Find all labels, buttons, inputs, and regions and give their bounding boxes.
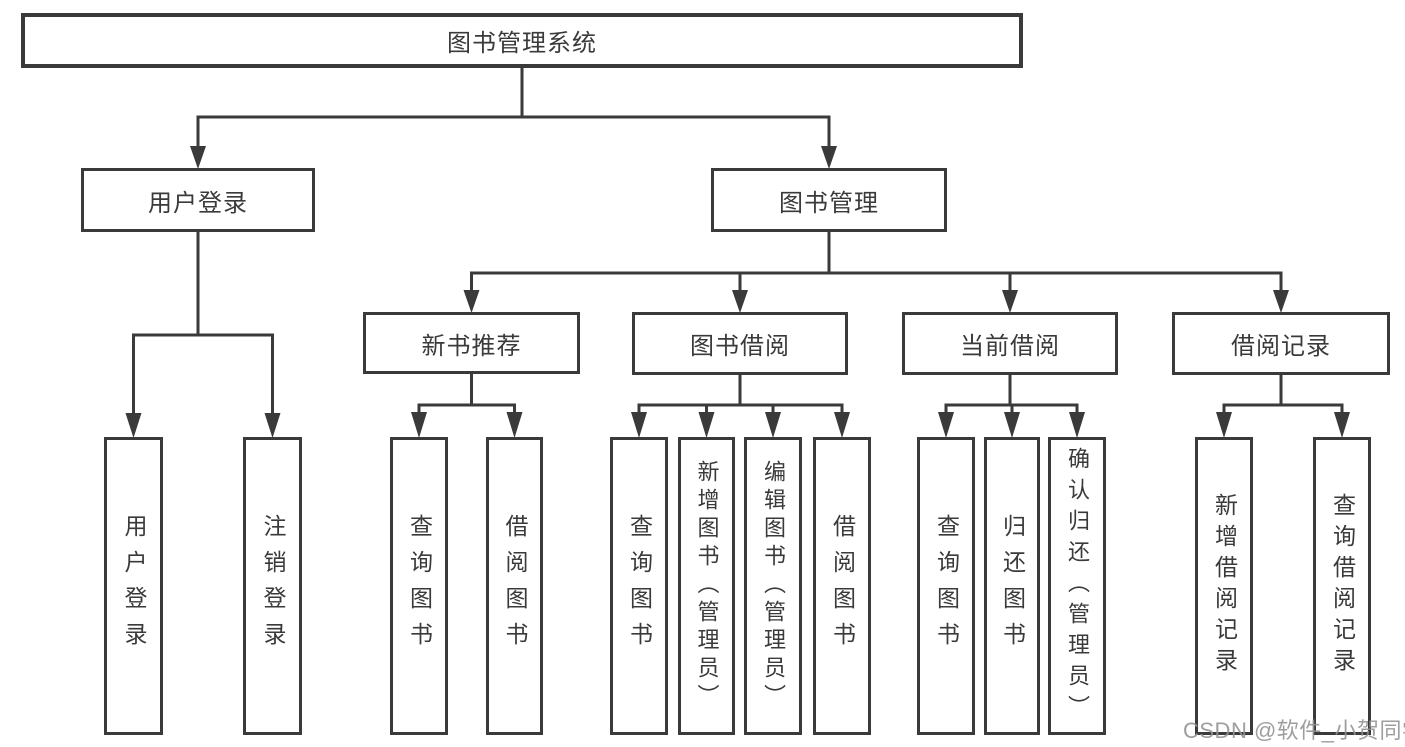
node-confirm-return-admin: 确认归还（管理员）: [1048, 437, 1106, 735]
node-current-borrow: 当前借阅: [902, 312, 1118, 375]
node-confirm-return-admin-label: 确认归还（管理员）: [1065, 446, 1090, 726]
node-current-borrow-label: 当前借阅: [960, 333, 1060, 360]
node-user-login-detail-label: 用户登录: [121, 514, 147, 658]
node-borrow-book-rec-label: 借阅图书: [502, 514, 528, 658]
node-book-borrow: 图书借阅: [632, 312, 848, 375]
node-book-borrow-label: 图书借阅: [690, 333, 790, 360]
node-borrow-records: 借阅记录: [1172, 312, 1390, 375]
node-add-book-admin: 新增图书（管理员）: [678, 437, 735, 735]
node-new-book-rec: 新书推荐: [363, 312, 580, 374]
node-user-login-detail: 用户登录: [104, 437, 163, 735]
node-logout-label: 注销登录: [260, 514, 286, 658]
connector-borrow-records-children: [1216, 375, 1350, 438]
node-query-book-borrow-label: 查询图书: [626, 514, 653, 658]
node-query-book-current: 查询图书: [917, 437, 975, 735]
node-add-book-admin-label: 新增图书（管理员）: [694, 460, 720, 712]
node-add-borrow-record: 新增借阅记录: [1195, 437, 1253, 735]
connector-book-mgmt-children: [463, 232, 1289, 313]
node-query-book-rec-label: 查询图书: [406, 514, 433, 658]
connector-user-login-children: [125, 232, 281, 438]
node-user-login: 用户登录: [81, 168, 315, 232]
node-borrow-book-borrow-label: 借阅图书: [829, 514, 856, 658]
node-borrow-book-borrow: 借阅图书: [813, 437, 871, 735]
node-query-borrow-record-label: 查询借阅记录: [1329, 493, 1356, 679]
node-query-borrow-record: 查询借阅记录: [1313, 437, 1371, 735]
node-logout: 注销登录: [243, 437, 302, 735]
node-user-login-label: 用户登录: [148, 189, 248, 217]
csdn-watermark: CSDN @软件_小贺同学: [1183, 718, 1405, 743]
node-book-mgmt-label: 图书管理: [779, 189, 879, 217]
node-return-book: 归还图书: [984, 437, 1040, 735]
node-borrow-records-label: 借阅记录: [1231, 333, 1331, 360]
node-return-book-label: 归还图书: [999, 514, 1026, 658]
node-root-label: 图书管理系统: [447, 30, 597, 57]
connector-root-to-level2: [190, 68, 837, 169]
node-edit-book-admin-label: 编辑图书（管理员）: [761, 460, 786, 712]
node-query-book-rec: 查询图书: [390, 437, 448, 735]
node-add-borrow-record-label: 新增借阅记录: [1211, 493, 1238, 679]
connector-book-borrow-children: [631, 375, 850, 438]
node-book-mgmt: 图书管理: [711, 168, 947, 232]
node-query-book-borrow: 查询图书: [610, 437, 668, 735]
node-query-book-current-label: 查询图书: [933, 514, 960, 658]
node-borrow-book-rec: 借阅图书: [486, 437, 543, 735]
node-root: 图书管理系统: [21, 13, 1023, 68]
connector-new-book-rec-children: [411, 374, 523, 438]
node-new-book-rec-label: 新书推荐: [421, 332, 522, 360]
connector-current-borrow-children: [938, 375, 1085, 438]
node-edit-book-admin: 编辑图书（管理员）: [744, 437, 802, 735]
